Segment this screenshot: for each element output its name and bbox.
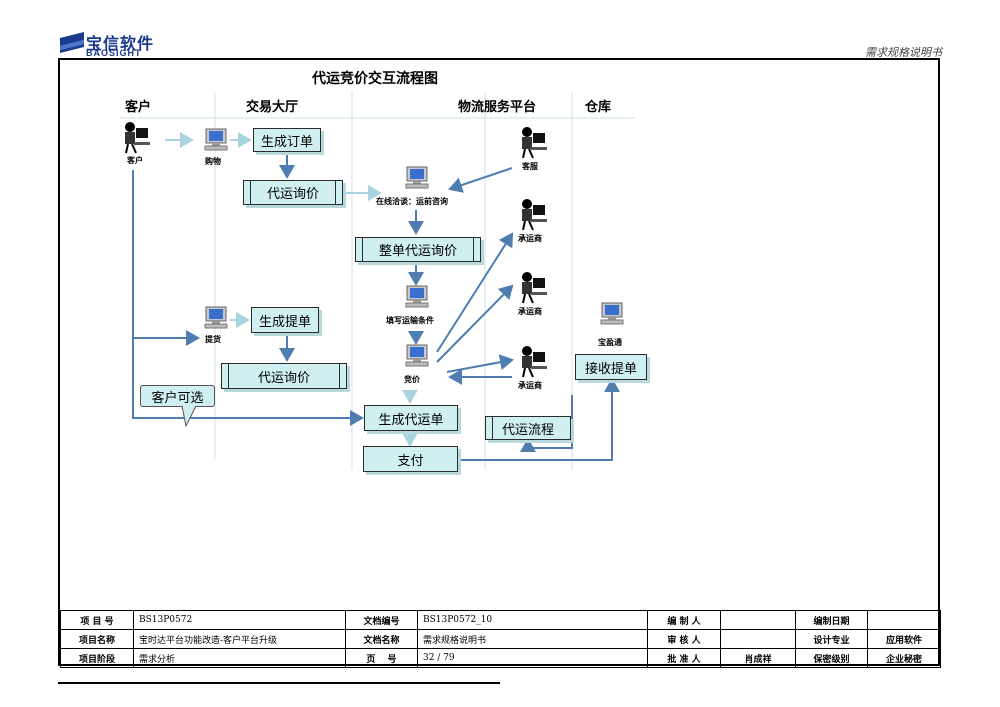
logo-mark-icon [60,32,84,53]
cell-value: 肖成祥 [720,648,796,668]
label-baoyingtong: 宝盈通 [598,337,622,347]
baoyingtong-computer-icon [600,302,624,325]
label-online-consult: 在线洽谈：运前咨询 [376,196,448,206]
carrier-person-icon-3 [522,346,547,378]
cell-label: 页 号 [345,648,418,668]
customer-service-person-icon [522,127,547,159]
box-generate-order: 生成订单 [253,128,321,152]
lane-header-logistics-platform: 物流服务平台 [458,100,537,115]
cell-label: 文档名称 [345,629,418,649]
cell-value: 需求分析 [133,648,346,668]
pickup-computer-icon [204,306,228,329]
table-row: 项目阶段 需求分析 页 号 32 / 79 批 准 人 肖成祥 保密级别 企业秘… [60,648,941,668]
box-generate-pickup: 生成提单 [251,307,319,333]
box-agency-inquiry-1-label: 代运询价 [266,187,319,202]
cell-label: 保密级别 [795,648,868,668]
cell-label: 项 目 号 [60,610,134,630]
light-arrows [165,132,418,447]
table-row: 项目名称 宝时达平台功能改造-客户平台升级 文档名称 需求规格说明书 审 核 人… [60,629,941,649]
box-agency-inquiry-1: 代运询价 [243,180,343,205]
diagram-title: 代运竞价交互流程图 [312,71,438,87]
cell-value: BS13P0572_10 [417,610,648,630]
cell-value [720,610,796,630]
cell-value: 32 / 79 [417,648,648,668]
document-info-table: 项 目 号 BS13P0572 文档编号 BS13P0572_10 编 制 人 … [60,610,941,668]
cell-value: 宝时达平台功能改造-客户平台升级 [133,629,346,649]
box-agency-flow-label: 代运流程 [501,422,554,438]
label-carrier-2: 承运商 [518,306,542,316]
box-agency-flow: 代运流程 [485,416,571,440]
fill-conditions-computer-icon [405,285,429,308]
baosight-logo: 宝信软件 BAOSIGHT [60,30,160,58]
lane-header-warehouse: 仓库 [585,100,612,115]
lane-header-customer: 客户 [125,100,152,115]
box-agency-inquiry-2-label: 代运询价 [257,370,310,386]
box-agency-inquiry-2: 代运询价 [221,363,347,389]
label-carrier-3: 承运商 [518,380,542,390]
logo-text-cn: 宝信软件 [86,34,155,53]
consult-computer-icon [405,166,429,189]
label-pickup: 提货 [205,334,221,344]
cell-label: 编 制 人 [647,610,721,630]
flow-diagram-lines [120,92,635,470]
cell-label: 批 准 人 [647,648,721,668]
shopping-computer-icon [204,128,228,151]
label-bidding: 竞价 [404,374,420,384]
cell-value [720,629,796,649]
label-shopping: 购物 [205,156,221,166]
carrier-person-icon-1 [522,199,547,231]
logo-text-en: BAOSIGHT [86,48,142,58]
label-customer-service: 客服 [522,161,538,171]
carrier-person-icon-2 [522,272,547,304]
cell-value: 应用软件 [867,629,941,649]
label-customer: 客户 [127,155,143,165]
box-whole-order-inquiry: 整单代运询价 [355,237,481,262]
bidding-computer-icon [405,344,429,367]
box-payment: 支付 [363,446,458,472]
document-type-label: 需求规格说明书 [865,46,942,59]
box-receive-pickup: 接收提单 [575,354,647,380]
dark-arrows [132,153,620,461]
cell-label: 项目阶段 [60,648,134,668]
cell-label: 编制日期 [795,610,868,630]
footer-rule [58,682,500,684]
cell-label: 审 核 人 [647,629,721,649]
box-generate-agency-order: 生成代运单 [364,405,458,431]
callout-pointer [181,406,197,428]
cell-label: 设计专业 [795,629,868,649]
cell-label: 项目名称 [60,629,134,649]
cell-label: 文档编号 [345,610,418,630]
lane-header-trading-hall: 交易大厅 [246,100,299,115]
box-whole-order-inquiry-label: 整单代运询价 [378,244,457,259]
cell-value: BS13P0572 [133,610,346,630]
label-fill-conditions: 填写运输条件 [386,315,434,325]
table-row: 项 目 号 BS13P0572 文档编号 BS13P0572_10 编 制 人 … [60,610,941,630]
cell-value [867,610,941,630]
label-carrier-1: 承运商 [518,233,542,243]
callout-customer-optional: 客户可选 [140,385,215,407]
cell-value: 需求规格说明书 [417,629,648,649]
customer-person-icon [125,122,150,154]
cell-value: 企业秘密 [867,648,941,668]
